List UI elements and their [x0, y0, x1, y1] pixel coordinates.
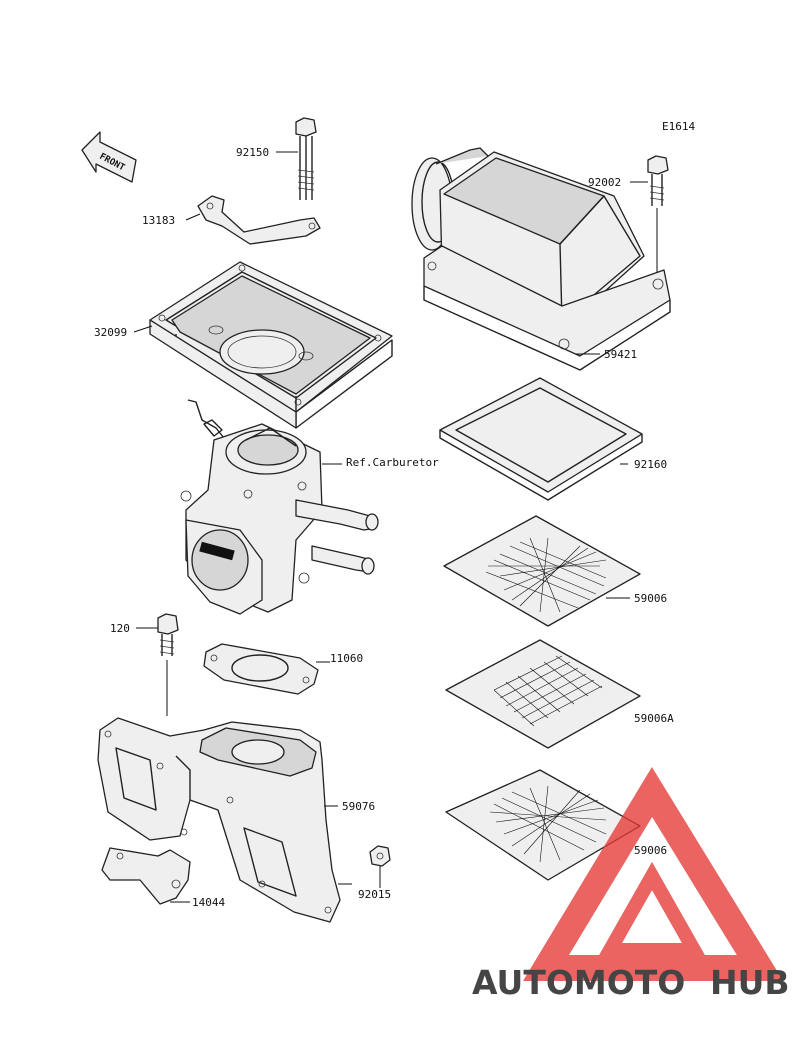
bracket-13183 [197, 195, 321, 245]
watermark-logo: AUTOMOTO HUB [472, 766, 790, 1002]
bracket-14044 [101, 847, 191, 905]
label-11060: 11060 [330, 652, 363, 665]
label-92150: 92150 [236, 146, 269, 159]
carburetor [180, 399, 379, 615]
bolt-92002 [647, 155, 669, 206]
label-59006-a: 59006 [634, 592, 667, 605]
watermark-text-automoto: AUTOMOTO [472, 963, 685, 1002]
label-120: 120 [110, 622, 130, 635]
watermark-text-hub: HUB [710, 963, 790, 1002]
label-32099: 32099 [94, 326, 127, 339]
screen-59006-top [443, 515, 641, 627]
adaptor-32099 [149, 261, 393, 429]
nut-92015 [369, 845, 391, 867]
label-59421: 59421 [604, 348, 637, 361]
watermark-triangle-icon [522, 766, 784, 981]
label-92002: 92002 [588, 176, 621, 189]
label-13183: 13183 [142, 214, 175, 227]
cover-59421 [411, 147, 671, 371]
label-59006-b: 59006 [634, 844, 667, 857]
gasket-11060 [203, 643, 319, 695]
screen-59006-bottom [445, 769, 641, 881]
manifold-59076 [97, 717, 341, 923]
label-59076: 59076 [342, 800, 375, 813]
screen-59006A [445, 639, 641, 749]
gasket-92160 [439, 377, 643, 501]
bolt-120 [157, 613, 179, 656]
label-59006A: 59006A [634, 712, 674, 725]
label-92160: 92160 [634, 458, 667, 471]
bolt-92150 [295, 117, 317, 200]
label-92015: 92015 [358, 888, 391, 901]
label-14044: 14044 [192, 896, 225, 909]
front-arrow-icon: FRONT [81, 131, 137, 183]
diagram-code: E1614 [662, 120, 695, 133]
label-ref-carburetor: Ref.Carburetor [346, 456, 439, 469]
